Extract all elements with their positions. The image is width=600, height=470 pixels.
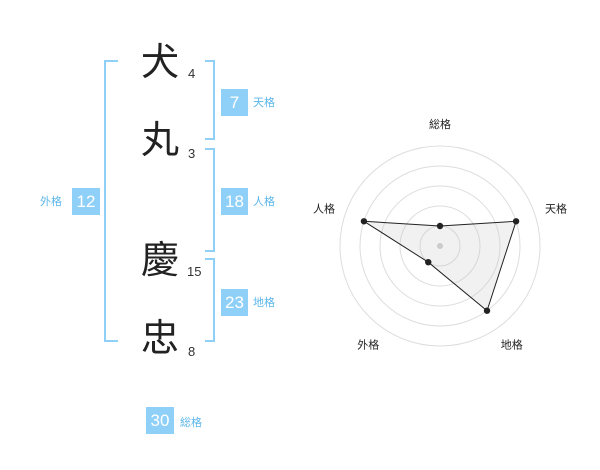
radar-center-dot xyxy=(437,243,443,249)
radar-grid-ring xyxy=(399,205,481,287)
stroke-count-1: 4 xyxy=(188,66,196,81)
name-char-3: 慶 xyxy=(141,238,180,282)
chikaku-value-badge: 23 xyxy=(221,289,248,316)
radar-axis-label-0: 総格 xyxy=(429,117,451,131)
radar-point-2 xyxy=(483,307,491,314)
chikaku-label: 地格 xyxy=(253,296,275,309)
stroke-count-4: 8 xyxy=(188,344,196,359)
radar-data-points xyxy=(360,218,520,314)
radar-axis-label-1: 天格 xyxy=(545,201,567,215)
radar-point-3 xyxy=(425,258,432,266)
radar-grid-ring xyxy=(339,145,541,347)
jinkaku-label: 人格 xyxy=(253,195,275,208)
stroke-count-2: 3 xyxy=(188,146,196,161)
tenkaku-label: 天格 xyxy=(253,96,275,109)
name-char-1: 犬 xyxy=(141,40,180,84)
soukaku-label: 総格 xyxy=(180,416,202,429)
radar-grid-ring xyxy=(379,185,501,307)
stroke-count-3: 15 xyxy=(187,264,202,279)
radar-grid xyxy=(339,145,541,347)
soukaku-value-badge: 30 xyxy=(146,407,174,434)
jinkaku-value-badge: 18 xyxy=(221,188,248,215)
chikaku-bracket xyxy=(205,258,215,342)
radar-grid-ring xyxy=(359,165,521,327)
radar-point-4 xyxy=(360,218,368,225)
radar-axis-label-2: 地格 xyxy=(501,338,523,352)
name-char-2: 丸 xyxy=(141,118,180,162)
gaikaku-label: 外格 xyxy=(40,195,62,208)
radar-data-area xyxy=(363,220,517,312)
radar-axis-label-3: 外格 xyxy=(357,338,379,352)
gaikaku-value-badge: 12 xyxy=(72,188,100,215)
radar-axis-label-4: 人格 xyxy=(313,201,335,215)
radar-point-0 xyxy=(436,222,444,230)
name-char-4: 忠 xyxy=(141,316,180,360)
jinkaku-bracket xyxy=(205,148,215,252)
tenkaku-value-badge: 7 xyxy=(221,89,248,116)
radar-point-1 xyxy=(512,218,520,225)
tenkaku-bracket xyxy=(205,60,215,140)
gaikaku-bracket xyxy=(104,60,118,342)
